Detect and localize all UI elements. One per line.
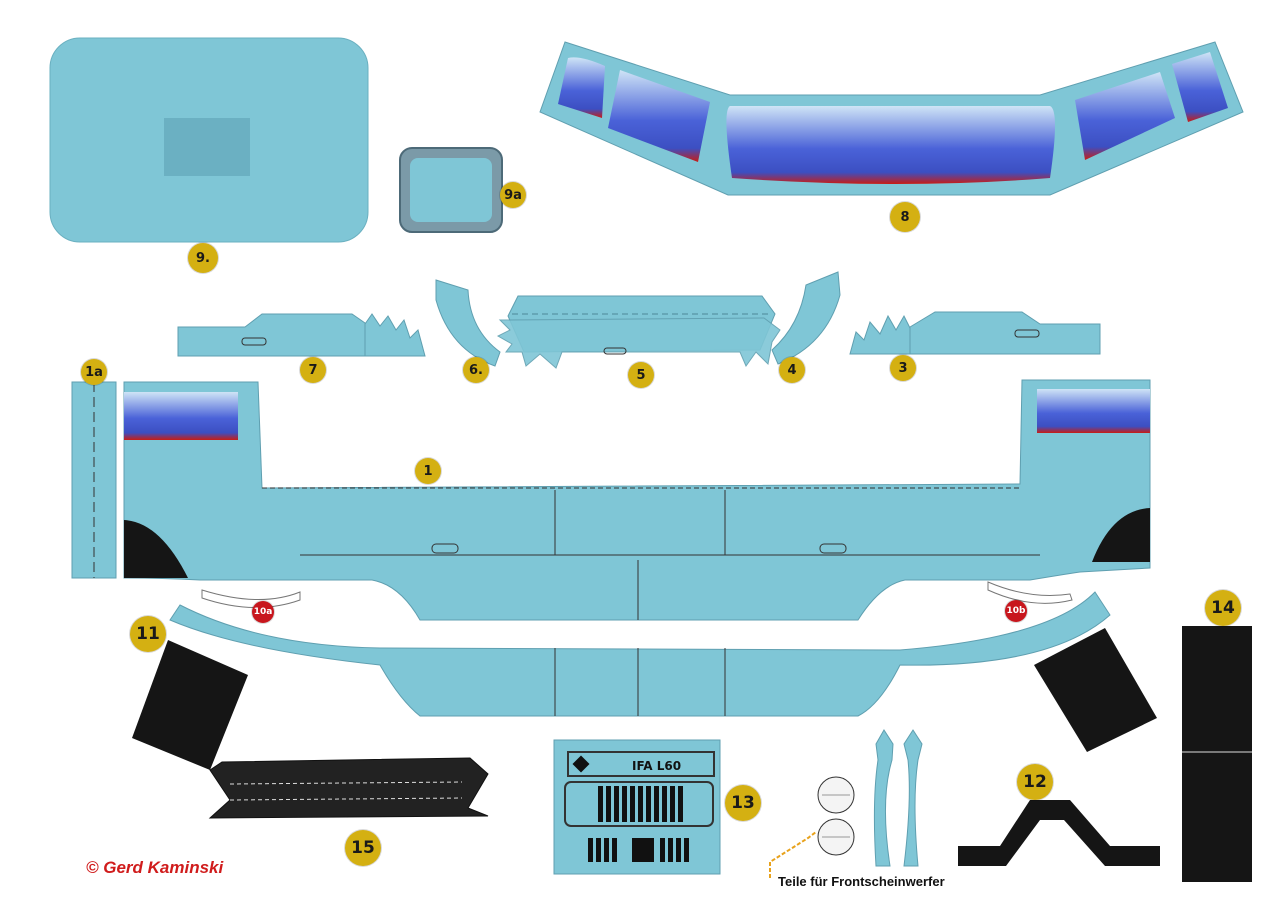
label-part-10b: 10b — [1005, 600, 1027, 622]
part-13-front-grille: IFA L60 — [553, 739, 721, 875]
part-9-roof — [49, 37, 369, 243]
mud-flap-left — [132, 640, 248, 770]
part-12-bracket — [958, 800, 1160, 866]
part-1-main-body — [123, 379, 1151, 621]
label-part-10a: 10a — [252, 601, 274, 623]
label-part-11: 11 — [130, 616, 166, 652]
mud-flap-right — [1034, 628, 1157, 752]
label-part-1: 1 — [415, 458, 441, 484]
part-15-grille-piece — [208, 757, 489, 819]
label-part-9: 9. — [188, 243, 218, 273]
grille-brand-text: IFA L60 — [632, 759, 681, 773]
part-8-windscreen-strip — [539, 41, 1244, 196]
copyright-text: © Gerd Kaminski — [86, 858, 224, 877]
part-1a-strip — [71, 381, 117, 579]
part-7-skirt — [177, 313, 426, 357]
label-part-7: 7 — [300, 357, 326, 383]
headlight-note: Teile für Frontscheinwerfer — [778, 874, 945, 889]
label-part-12: 12 — [1017, 764, 1053, 800]
headlight-pillars — [873, 729, 923, 867]
label-part-3: 3 — [890, 355, 916, 381]
part-5-front-skirt — [496, 295, 781, 369]
label-part-4: 4 — [779, 357, 805, 383]
label-part-1a: 1a — [81, 359, 107, 385]
label-part-9a: 9a — [500, 182, 526, 208]
label-part-13: 13 — [725, 785, 761, 821]
part-3-skirt — [849, 311, 1101, 355]
part-4-corner — [771, 271, 841, 365]
part-14-rear-panel — [1182, 626, 1252, 882]
part-6-corner — [435, 279, 501, 367]
label-part-8: 8 — [890, 202, 920, 232]
part-11-bumper-band — [169, 591, 1111, 717]
headlight-discs — [817, 776, 855, 856]
label-part-5: 5 — [628, 362, 654, 388]
label-part-15: 15 — [345, 830, 381, 866]
label-part-14: 14 — [1205, 590, 1241, 626]
label-part-6: 6. — [463, 357, 489, 383]
part-10a-arc — [201, 589, 301, 609]
headlight-pointer-arrow — [769, 831, 817, 878]
part-9a-hatch — [399, 147, 503, 233]
part-10b-arc — [987, 581, 1073, 604]
